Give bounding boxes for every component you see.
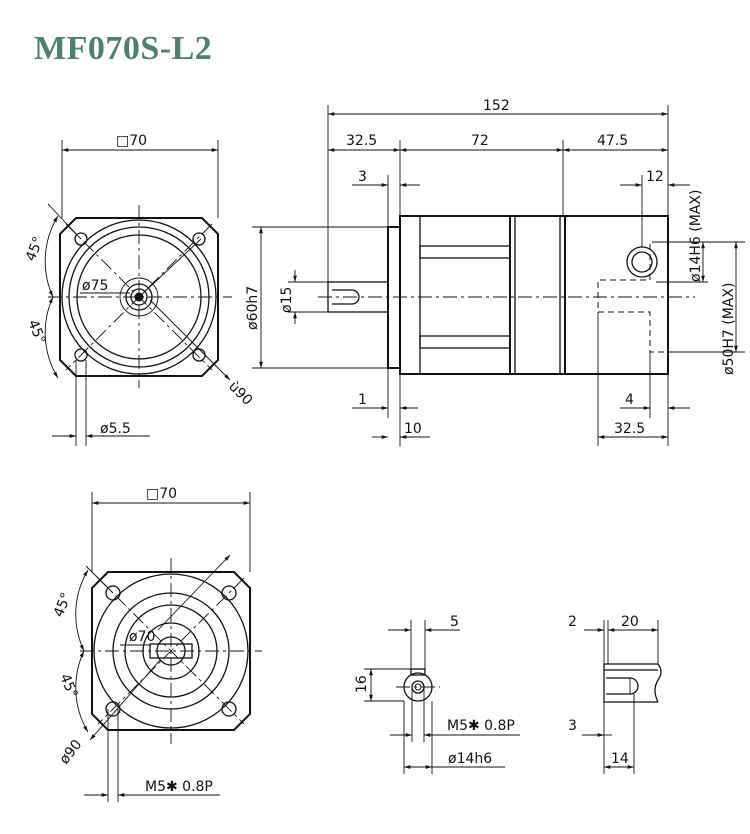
- side-shaft-len-label: 10: [404, 421, 422, 437]
- bottom-front-square-label: □70: [146, 486, 177, 502]
- top-front-angle-upper: 45°: [23, 234, 47, 263]
- side-input-len-label: 32.5: [614, 421, 645, 437]
- shaft-end-diameter-label: ø14h6: [448, 751, 492, 767]
- shaft-side-view: [582, 620, 662, 774]
- side-key-offset-label: 12: [646, 169, 664, 185]
- top-front-view: [44, 140, 232, 446]
- shaft-side-c-label: 3: [568, 718, 577, 734]
- shaft-end-height-label: 16: [354, 675, 370, 693]
- top-front-hole-label: ø5.5: [100, 421, 131, 437]
- drawing-title: MF070S-L2: [34, 30, 213, 67]
- shaft-side-d-label: 14: [611, 751, 629, 767]
- side-seg-c-label: 47.5: [597, 133, 628, 149]
- top-front-square-label: □70: [116, 133, 147, 149]
- shaft-end-key-width-label: 5: [450, 614, 459, 630]
- top-front-outer-circle-label: ù90: [225, 379, 255, 409]
- bottom-front-thread-label: M5✱ 0.8P: [145, 779, 213, 795]
- shaft-end-thread-label: M5✱ 0.8P: [447, 718, 515, 734]
- top-front-bolt-circle-label: ø75: [82, 278, 108, 294]
- side-overall-length-label: 152: [483, 98, 510, 114]
- shaft-end-view: [364, 620, 520, 774]
- side-pilot-label: ø60h7: [245, 286, 261, 330]
- side-seg-b-label: 72: [471, 133, 489, 149]
- side-shoulder-label: 1: [358, 392, 367, 408]
- shaft-side-b-label: 20: [621, 614, 639, 630]
- bottom-front-angle-upper: 45°: [51, 590, 75, 619]
- side-shaft-label: ø15: [279, 287, 295, 313]
- top-front-angle-lower: 45°: [24, 318, 48, 347]
- shaft-side-a-label: 2: [568, 614, 577, 630]
- side-input-depth-label: 4: [625, 392, 634, 408]
- side-seg-a-label: 32.5: [346, 133, 377, 149]
- side-input-pilot-label: ø50H7 (MAX): [721, 283, 737, 375]
- side-view: [252, 105, 745, 446]
- bottom-front-outer-circle-label: ø90: [57, 737, 86, 768]
- side-input-bore-label: ø14H6 (MAX): [688, 190, 704, 282]
- bottom-front-bore-label: ø70: [129, 629, 155, 645]
- side-flange-offset-label: 3: [358, 169, 367, 185]
- bottom-front-view: [75, 492, 262, 802]
